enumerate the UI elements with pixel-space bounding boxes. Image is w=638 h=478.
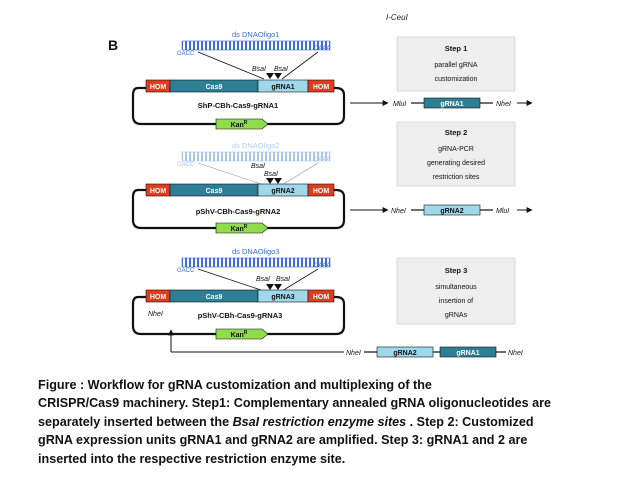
oligo-2-right-seq: CAAA [314, 157, 330, 163]
oligo-2-label: ds DNAOligo2 [232, 141, 280, 150]
product-1: MluI gRNA1 NheI [350, 97, 533, 109]
kan-2 [215, 222, 269, 234]
hom-left-2-label: HOM [150, 188, 167, 195]
grna-3-label: gRNA3 [271, 294, 294, 301]
cas9-3-label: Cas9 [206, 294, 223, 301]
hom-right-3 [307, 289, 335, 303]
step-1-title: Step 1 [445, 44, 468, 53]
oligo-2-left-seq: GACC [177, 162, 195, 168]
step-2-line-3: restriction sites [433, 174, 480, 181]
kan-3 [215, 328, 269, 340]
step-3-title: Step 3 [445, 266, 468, 275]
grna-2-label: gRNA2 [271, 188, 294, 195]
oligo-3-label: ds DNAOligo3 [232, 247, 280, 256]
step-2-line-2: generating desired [427, 160, 485, 167]
step-1-line-2: customization [435, 76, 478, 83]
hom-right-2-label: HOM [313, 188, 330, 195]
caption-line-5: inserted into the respective restriction… [38, 451, 346, 466]
final-right-site: NheI [508, 350, 523, 357]
caption-line-3-post: . Step 2: Customized [406, 414, 534, 429]
kan-2-label: KanR [231, 224, 248, 233]
caption-line-1: Figure : Workflow for gRNA customization… [38, 378, 432, 392]
oligo-1-label: ds DNAOligo1 [232, 30, 280, 39]
final-construct: NheI gRNA2 gRNA1 NheI [168, 329, 523, 358]
oligo-3-right-seq: CAAA [314, 263, 330, 269]
nhei-site-label: NheI [148, 311, 163, 318]
bsai-3-right: BsaI [276, 276, 290, 283]
product-1-left-site: MluI [393, 101, 406, 108]
block-1: ds DNAOligo1 GACC CAAA BsaI BsaI HOM Cas… [131, 30, 346, 130]
step-3-line-1: simultaneous [435, 284, 477, 291]
caption-line-3: separately inserted between the BsaI res… [38, 413, 630, 431]
caption-line-2: CRISPR/Cas9 machinery. Step1: Complement… [38, 396, 551, 411]
final-insert-2-label: gRNA1 [456, 350, 479, 357]
final-insert-1-label: gRNA2 [393, 350, 416, 357]
bsai-2-left: BsaI [251, 163, 265, 170]
cas9-2-label: Cas9 [206, 188, 223, 195]
oligo-2 [181, 151, 331, 162]
plasmid-2-name: pShV-CBh-Cas9-gRNA2 [196, 207, 281, 216]
step-1-line-1: parallel gRNA [434, 62, 478, 69]
product-1-right-site: NheI [496, 101, 511, 108]
plasmid-1-name: ShP-CBh-Cas9-gRNA1 [198, 101, 278, 110]
step-3-box: Step 3 simultaneous insertion of gRNAs [396, 257, 516, 325]
oligo-3-left-seq: GACC [177, 268, 195, 274]
product-2-left-site: NheI [391, 208, 406, 215]
hom-right-2 [307, 183, 335, 197]
oligo-1 [181, 40, 331, 51]
product-2-right-site: MluI [496, 208, 509, 215]
step-2-line-1: gRNA-PCR [438, 146, 474, 153]
bsai-1-right: BsaI [274, 66, 288, 73]
hom-left-1-label: HOM [150, 84, 167, 91]
oligo-1-left-seq: GACC [177, 51, 195, 57]
bsai-3-left: BsaI [256, 276, 270, 283]
final-left-site: NheI [346, 350, 361, 357]
product-2: NheI gRNA2 MluI [350, 204, 533, 216]
step-1-box: Step 1 parallel gRNA customization [396, 36, 516, 92]
step-3-line-3: gRNAs [445, 312, 468, 319]
product-2-insert-label: gRNA2 [440, 208, 463, 215]
hom-right-3-label: HOM [313, 294, 330, 301]
kan-1-label: KanR [231, 120, 248, 129]
oligo-1-right-seq: CAAA [314, 46, 330, 52]
panel-label: B [108, 37, 118, 53]
kan-1 [215, 118, 269, 130]
caption-line-4: gRNA expression units gRNA1 and gRNA2 ar… [38, 433, 528, 448]
caption-line-3-pre: separately inserted between the [38, 414, 233, 429]
grna-1-label: gRNA1 [271, 84, 294, 91]
step-2-title: Step 2 [445, 128, 468, 137]
oligo-3 [181, 257, 331, 268]
kan-3-label: KanR [231, 330, 248, 339]
step-2-box: Step 2 gRNA-PCR generating desired restr… [396, 121, 516, 187]
caption-line-3-italic: BsaI restriction enzyme sites [232, 414, 407, 429]
step-3-line-2: insertion of [439, 298, 473, 305]
block-3: ds DNAOligo3 GACC CAAA BsaI BsaI HOM Cas… [131, 247, 346, 340]
hom-left-3-label: HOM [150, 294, 167, 301]
iceui-label: I-CeuI [386, 13, 409, 22]
product-1-insert-label: gRNA1 [440, 101, 463, 108]
cas9-1-label: Cas9 [206, 84, 223, 91]
bsai-1-left: BsaI [252, 66, 266, 73]
hom-right-1-label: HOM [313, 84, 330, 91]
block-2: ds DNAOligo2 GACC CAAA BsaI BsaI HOM Cas… [131, 141, 346, 234]
bsai-2-right: BsaI [264, 171, 278, 178]
hom-right-1 [307, 79, 335, 93]
figure-caption: Figure : Workflow for gRNA customization… [38, 376, 630, 468]
plasmid-3-name: pShV-CBh-Cas9-gRNA3 [198, 311, 283, 320]
